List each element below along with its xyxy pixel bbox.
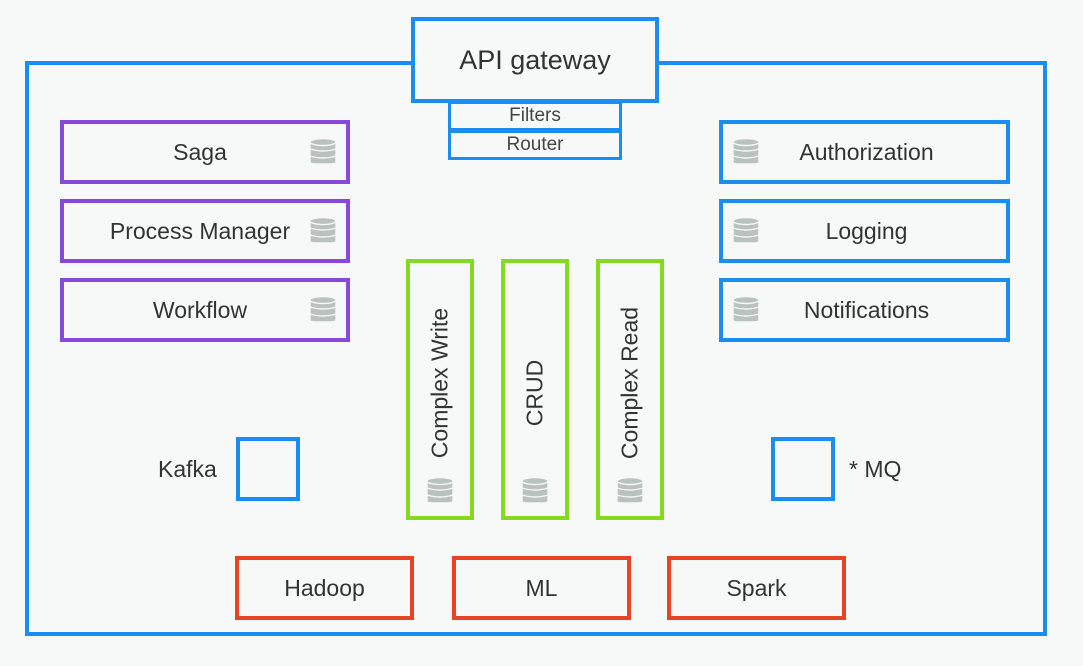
database-icon xyxy=(308,216,338,246)
spark-box[interactable]: Spark xyxy=(667,556,846,620)
process-manager-label: Process Manager xyxy=(109,217,291,244)
ml-box[interactable]: ML xyxy=(452,556,631,620)
logging-box[interactable]: Logging xyxy=(719,199,1010,263)
router-label: Router xyxy=(506,134,564,155)
spark-label: Spark xyxy=(726,574,787,601)
kafka-label: Kafka xyxy=(158,456,217,482)
filters-label: Filters xyxy=(509,105,561,126)
database-icon xyxy=(520,476,550,506)
ml-label: ML xyxy=(525,574,558,601)
complex-write-box[interactable]: Complex Write xyxy=(406,259,474,520)
mq-queue-box[interactable] xyxy=(771,437,835,501)
complex-write-label: Complex Write xyxy=(426,307,453,459)
api-gateway-box[interactable]: API gateway xyxy=(411,17,659,103)
notifications-label: Notifications xyxy=(803,296,930,323)
hadoop-box[interactable]: Hadoop xyxy=(235,556,414,620)
database-icon xyxy=(308,295,338,325)
database-icon xyxy=(731,216,761,246)
crud-label: CRUD xyxy=(521,359,548,427)
mq-label: * MQ xyxy=(849,456,902,482)
api-gateway-label: API gateway xyxy=(459,44,611,75)
database-icon xyxy=(425,476,455,506)
workflow-box[interactable]: Workflow xyxy=(60,278,350,342)
workflow-label: Workflow xyxy=(152,296,248,323)
complex-read-label: Complex Read xyxy=(616,306,643,460)
router-box[interactable]: Router xyxy=(448,130,622,160)
kafka-queue-box[interactable] xyxy=(236,437,300,501)
authorization-box[interactable]: Authorization xyxy=(719,120,1010,184)
process-manager-box[interactable]: Process Manager xyxy=(60,199,350,263)
database-icon xyxy=(308,137,338,167)
saga-label: Saga xyxy=(173,138,227,165)
database-icon xyxy=(731,295,761,325)
authorization-label: Authorization xyxy=(799,138,934,165)
saga-box[interactable]: Saga xyxy=(60,120,350,184)
hadoop-label: Hadoop xyxy=(284,574,365,601)
notifications-box[interactable]: Notifications xyxy=(719,278,1010,342)
logging-label: Logging xyxy=(825,217,908,244)
database-icon xyxy=(615,476,645,506)
database-icon xyxy=(731,137,761,167)
filters-box[interactable]: Filters xyxy=(448,101,622,131)
crud-box[interactable]: CRUD xyxy=(501,259,569,520)
complex-read-box[interactable]: Complex Read xyxy=(596,259,664,520)
